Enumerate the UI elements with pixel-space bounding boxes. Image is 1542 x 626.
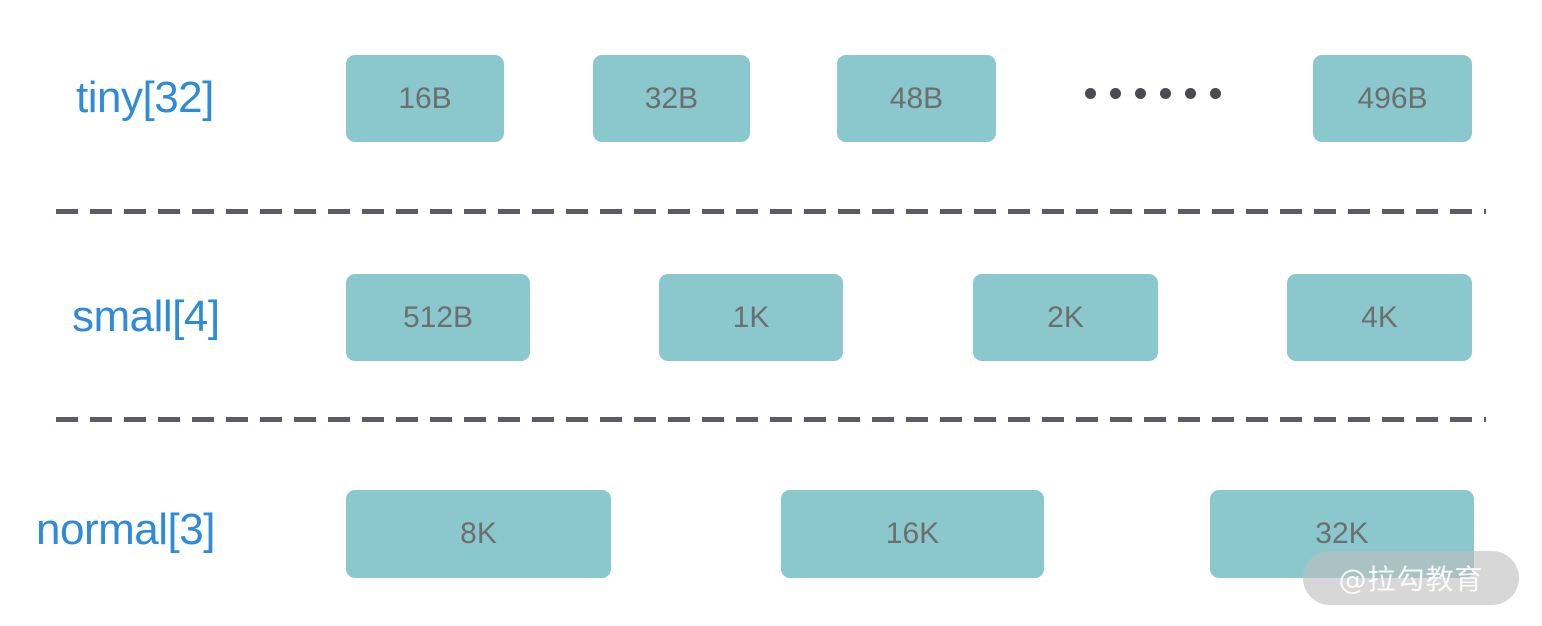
divider-line-2 — [56, 417, 1486, 422]
size-box-small-2k: 2K — [973, 274, 1158, 361]
size-box-label: 16K — [885, 517, 940, 550]
size-box-label: 496B — [1357, 81, 1428, 115]
ellipsis-dot — [1085, 88, 1096, 99]
size-box-normal-16k: 16K — [781, 490, 1044, 578]
size-box-label: 1K — [732, 300, 770, 334]
size-box-tiny-496b: 496B — [1313, 55, 1472, 142]
size-box-small-1k: 1K — [659, 274, 843, 361]
row-label-small: small[4] — [72, 292, 220, 341]
size-box-label: 4K — [1361, 300, 1398, 334]
size-box-tiny-48b: 48B — [837, 55, 996, 142]
row-label-normal: normal[3] — [36, 505, 215, 554]
row-label-tiny: tiny[32] — [76, 73, 214, 122]
size-box-small-4k: 4K — [1287, 274, 1472, 361]
size-box-normal-8k: 8K — [346, 490, 611, 578]
size-box-label: 512B — [402, 300, 474, 334]
ellipsis-dot — [1210, 88, 1221, 99]
ellipsis-dot — [1160, 88, 1171, 99]
size-box-label: 48B — [889, 81, 944, 115]
size-box-tiny-16b: 16B — [346, 55, 504, 142]
divider-line-1 — [56, 209, 1486, 214]
size-box-label: 8K — [460, 517, 497, 550]
ellipsis-dot — [1110, 88, 1121, 99]
size-box-label: 2K — [1047, 300, 1084, 334]
ellipsis-icon — [1085, 88, 1221, 99]
ellipsis-dot — [1185, 88, 1196, 99]
size-box-label: 32K — [1315, 517, 1369, 550]
ellipsis-dot — [1135, 88, 1146, 99]
size-box-tiny-32b: 32B — [593, 55, 750, 142]
size-box-label: 32B — [644, 81, 699, 115]
size-box-label: 16B — [398, 81, 452, 115]
size-box-normal-32k: 32K — [1210, 490, 1474, 578]
size-box-small-512b: 512B — [346, 274, 530, 361]
